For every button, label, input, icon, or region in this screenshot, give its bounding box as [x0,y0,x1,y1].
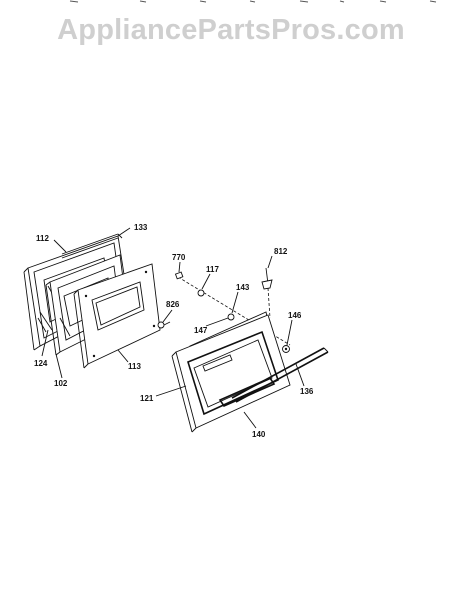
callout-146: 146 [288,311,302,320]
leader-lines [41,227,305,429]
callout-826: 826 [166,300,180,309]
callout-770: 770 [172,253,186,262]
inner-door-panel-113 [73,263,161,369]
callout-147: 147 [194,326,208,335]
watermark: AppliancePartsPros.com [57,14,405,46]
callout-133: 133 [134,223,148,232]
callout-121: 121 [140,394,154,403]
screw-812 [261,267,273,319]
assembly-axis [177,276,291,346]
top-bracket-133 [61,233,123,259]
callout-112: 112 [36,234,49,243]
door-handle-136 [231,347,329,403]
callouts: 112 133 770 117 812 143 826 147 146 124 … [34,223,314,439]
screw-826 [157,321,171,329]
callout-117: 117 [206,265,219,274]
callout-102: 102 [54,379,68,388]
outer-door-frame-140 [171,314,291,433]
callout-140: 140 [252,430,266,439]
callout-143: 143 [236,283,250,292]
callout-136: 136 [300,387,314,396]
hardware-stack [174,271,290,353]
callout-812: 812 [274,247,288,256]
top-scan-marks [69,0,437,3]
callout-124: 124 [34,359,48,368]
callout-113: 113 [128,362,141,371]
